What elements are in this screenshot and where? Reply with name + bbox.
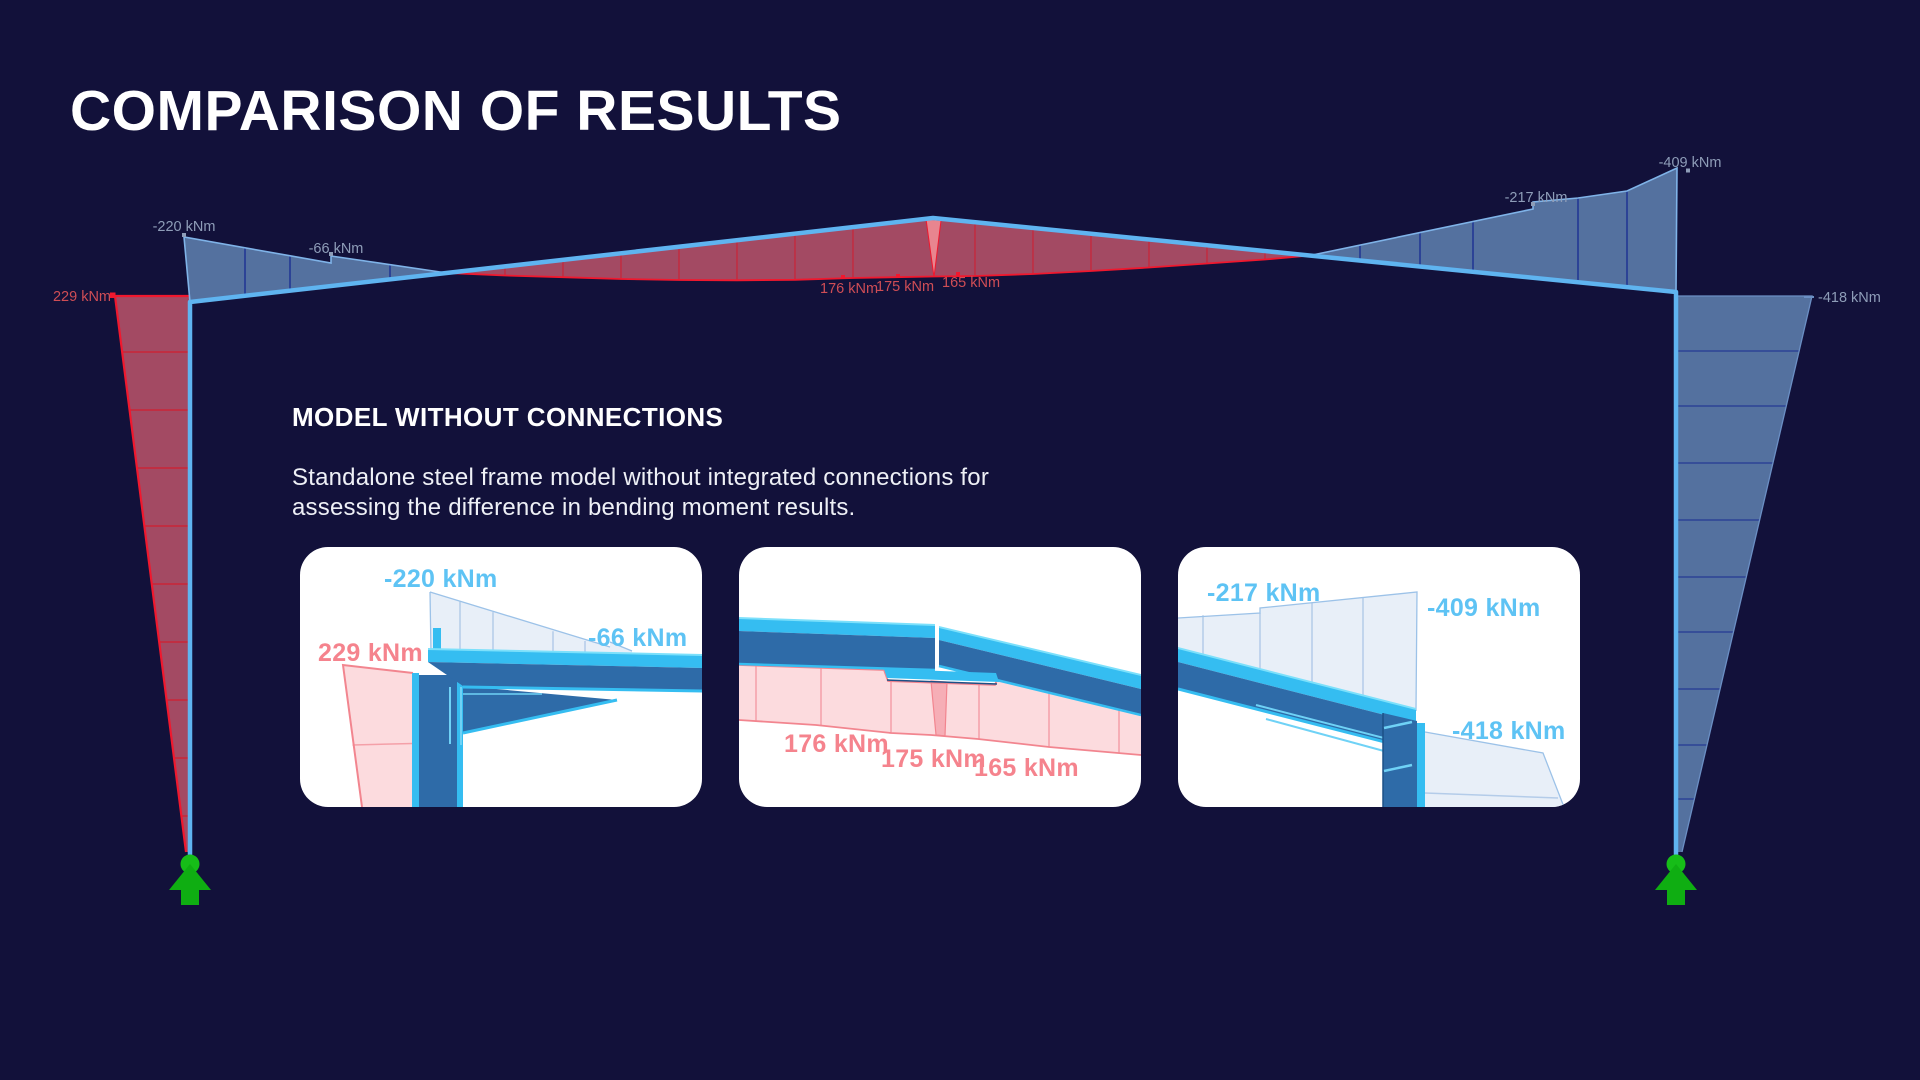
description-line-2: assessing the difference in bending mome…	[292, 494, 856, 521]
left-eave-connection-render	[341, 591, 702, 807]
left-rafter-hogging-region	[183, 236, 448, 303]
card2-label-right: 165 kNm	[974, 754, 1079, 782]
page-title: COMPARISON OF RESULTS	[70, 79, 842, 143]
card-ridge-detail: 176 kNm 175 kNm 165 kNm	[739, 547, 1141, 807]
label-right-column-moment: -418 kNm	[1818, 290, 1881, 306]
label-right-rafter-moment: -217 kNm	[1505, 190, 1568, 206]
card2-label-left: 176 kNm	[784, 730, 889, 758]
card-left-eave-detail: -220 kNm 229 kNm -66 kNm	[300, 547, 702, 807]
right-column-moment-region	[1678, 295, 1813, 853]
label-left-rafter-moment: -66 kNm	[309, 241, 364, 257]
tick-ridge-left	[841, 275, 845, 279]
card3-label-rafter: -217 kNm	[1207, 579, 1321, 607]
section-description: Standalone steel frame model without int…	[292, 463, 989, 523]
ridge-connection-render	[739, 617, 1141, 756]
card1-label-column: 229 kNm	[318, 639, 423, 667]
frame-members	[187, 215, 1679, 858]
card-right-eave-detail: -217 kNm -409 kNm -418 kNm	[1178, 547, 1580, 807]
label-ridge-mid-moment: 175 kNm	[876, 279, 934, 295]
section-info: MODEL WITHOUT CONNECTIONS Standalone ste…	[292, 402, 989, 523]
rafter-sagging-region	[446, 218, 1311, 282]
tick-left-rafter	[329, 252, 333, 256]
tick-right-eave	[1686, 168, 1690, 173]
right-support-icon	[1655, 854, 1697, 905]
tick-ridge-right	[956, 272, 960, 276]
label-ridge-left-moment: 176 kNm	[820, 281, 878, 297]
right-eave-connection-render	[1178, 591, 1565, 807]
tick-left-column	[110, 292, 116, 298]
label-right-eave-moment: -409 kNm	[1659, 155, 1722, 171]
tick-ridge-mid	[896, 274, 900, 278]
card1-label-eave-top: -220 kNm	[384, 565, 498, 593]
tick-left-eave	[182, 233, 186, 237]
label-left-eave-moment: -220 kNm	[153, 219, 216, 235]
card3-label-eave: -409 kNm	[1427, 594, 1541, 622]
card3-label-column: -418 kNm	[1452, 717, 1566, 745]
tick-right-rafter	[1531, 202, 1535, 206]
left-support-icon	[169, 854, 211, 905]
card2-label-mid: 175 kNm	[881, 745, 986, 773]
card1-label-rafter: -66 kNm	[588, 624, 688, 652]
label-ridge-right-moment: 165 kNm	[942, 275, 1000, 291]
right-rafter-hogging-region	[1309, 166, 1678, 293]
detail-cards-row: -220 kNm 229 kNm -66 kNm	[300, 547, 1580, 807]
section-heading: MODEL WITHOUT CONNECTIONS	[292, 402, 724, 432]
label-left-column-moment: 229 kNm	[53, 289, 111, 305]
left-column-moment-region	[113, 294, 190, 853]
description-line-1: Standalone steel frame model without int…	[292, 464, 990, 491]
